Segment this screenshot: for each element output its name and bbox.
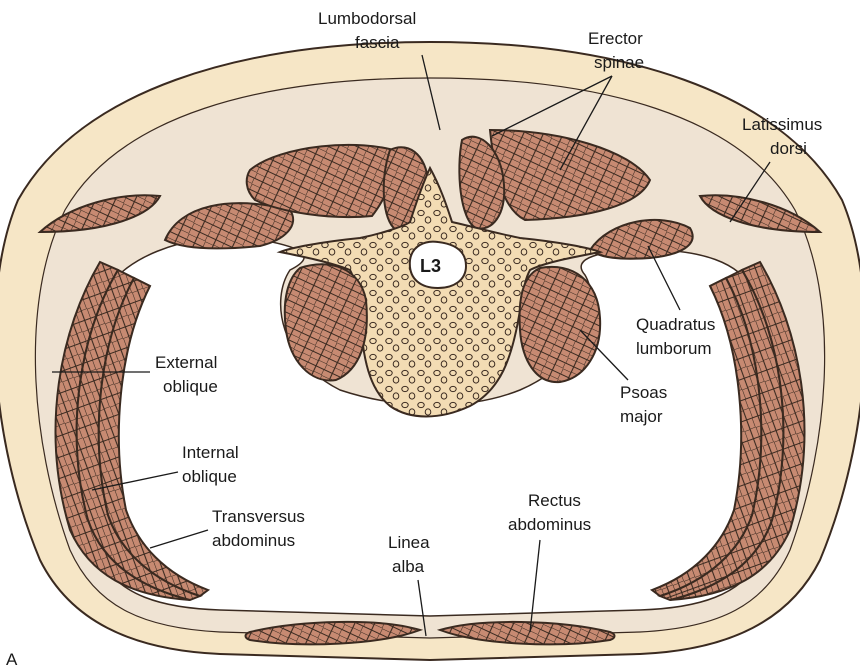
label-linea-line2: alba [392,557,425,576]
label-internal-line1: Internal [182,443,239,462]
label-external-line1: External [155,353,217,372]
panel-letter: A [6,650,18,669]
label-linea-line1: Linea [388,533,430,552]
label-rectus-line2: abdominus [508,515,591,534]
label-external-line2: oblique [163,377,218,396]
label-quadratus-line2: lumborum [636,339,712,358]
label-psoas-line2: major [620,407,663,426]
label-psoas-line1: Psoas [620,383,667,402]
label-latissimus-line2: dorsi [770,139,807,158]
label-lumbodorsal-line1: Lumbodorsal [318,9,416,28]
label-internal-line2: oblique [182,467,237,486]
psoas-major-right [520,267,601,382]
label-transversus-line2: abdominus [212,531,295,550]
label-lumbodorsal-line2: fascia [355,33,400,52]
label-erector-line2: spinae [594,53,644,72]
label-rectus-line1: Rectus [528,491,581,510]
label-erector-line1: Erector [588,29,643,48]
label-latissimus-line1: Latissimus [742,115,822,134]
label-transversus-line1: Transversus [212,507,305,526]
label-quadratus-line1: Quadratus [636,315,715,334]
label-vertebra: L3 [420,256,441,276]
